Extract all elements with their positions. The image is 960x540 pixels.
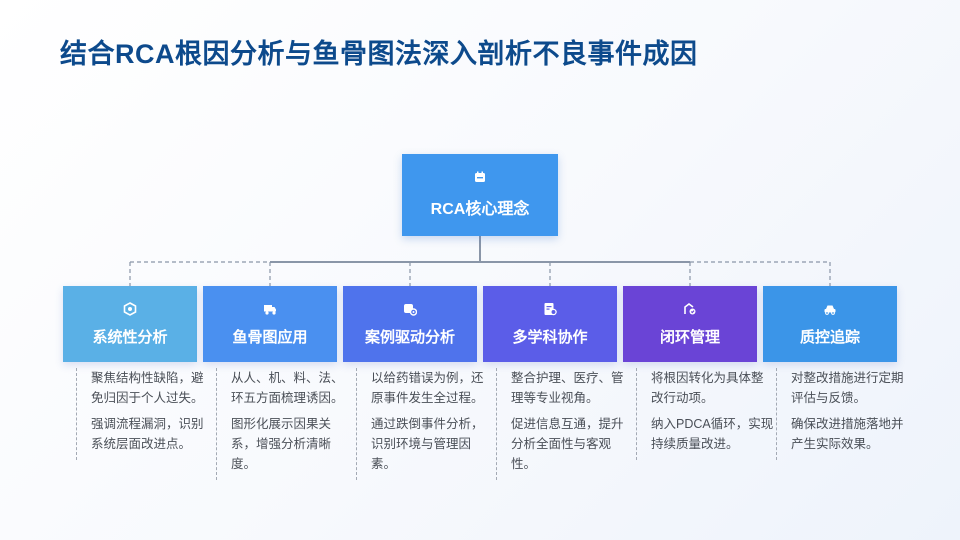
card-label: 多学科协作 [512, 328, 588, 346]
card-fishbone-application: 鱼骨图应用 [203, 286, 337, 362]
card-systemic-analysis: 系统性分析 [63, 286, 197, 362]
gear-icon [404, 303, 417, 316]
root-label: RCA核心理念 [430, 201, 530, 218]
car-icon [824, 305, 836, 315]
card-case-driven-analysis: 案例驱动分析 [343, 286, 477, 362]
description-point: 聚焦结构性缺陷，避免归因于个人过失。 [91, 371, 204, 405]
card-description: 以给药错误为例，还原事件发生全过程。 通过跌倒事件分析，识别环境与管理因素。 [356, 368, 495, 480]
card-closed-loop-management: 闭环管理 [623, 286, 757, 362]
hexagon-icon [123, 301, 137, 316]
description-point: 整合护理、医疗、管理等专业视角。 [511, 371, 624, 405]
card-description: 从人、机、料、法、环五方面梳理诱因。 图形化展示因果关系，增强分析清晰度。 [216, 368, 355, 480]
card-quality-tracking: 质控追踪 [763, 286, 897, 362]
card-multidisciplinary-collaboration: 多学科协作 [483, 286, 617, 362]
description-point: 以给药错误为例，还原事件发生全过程。 [371, 371, 484, 405]
card-description: 聚焦结构性缺陷，避免归因于个人过失。 强调流程漏洞，识别系统层面改进点。 [76, 368, 215, 460]
document-icon [544, 302, 557, 315]
root-node: RCA核心理念 [402, 154, 558, 236]
description-point: 对整改措施进行定期评估与反馈。 [791, 371, 904, 405]
card-description: 对整改措施进行定期评估与反馈。 确保改进措施落地并产生实际效果。 [776, 368, 915, 460]
description-point: 图形化展示因果关系，增强分析清晰度。 [231, 417, 332, 471]
card-label: 系统性分析 [92, 328, 168, 346]
description-point: 通过跌倒事件分析，识别环境与管理因素。 [371, 417, 484, 471]
card-description: 将根因转化为具体整改行动项。 纳入PDCA循环，实现持续质量改进。 [636, 368, 775, 460]
card-label: 案例驱动分析 [364, 328, 455, 346]
description-point: 确保改进措施落地并产生实际效果。 [791, 417, 904, 451]
page-title: 结合RCA根因分析与鱼骨图法深入剖析不良事件成因 [60, 39, 698, 69]
card-label: 质控追踪 [799, 328, 860, 346]
card-description: 整合护理、医疗、管理等专业视角。 促进信息互通，提升分析全面性与客观性。 [496, 368, 635, 480]
card-label: 鱼骨图应用 [232, 328, 308, 346]
card-label: 闭环管理 [659, 328, 720, 346]
description-point: 纳入PDCA循环，实现持续质量改进。 [651, 417, 774, 451]
description-point: 促进信息互通，提升分析全面性与客观性。 [511, 417, 624, 471]
cycle-icon [684, 302, 696, 314]
calendar-icon [475, 171, 485, 182]
truck-icon [264, 304, 276, 315]
description-point: 从人、机、料、法、环五方面梳理诱因。 [231, 371, 344, 405]
description-point: 将根因转化为具体整改行动项。 [651, 371, 764, 405]
description-point: 强调流程漏洞，识别系统层面改进点。 [91, 417, 204, 451]
